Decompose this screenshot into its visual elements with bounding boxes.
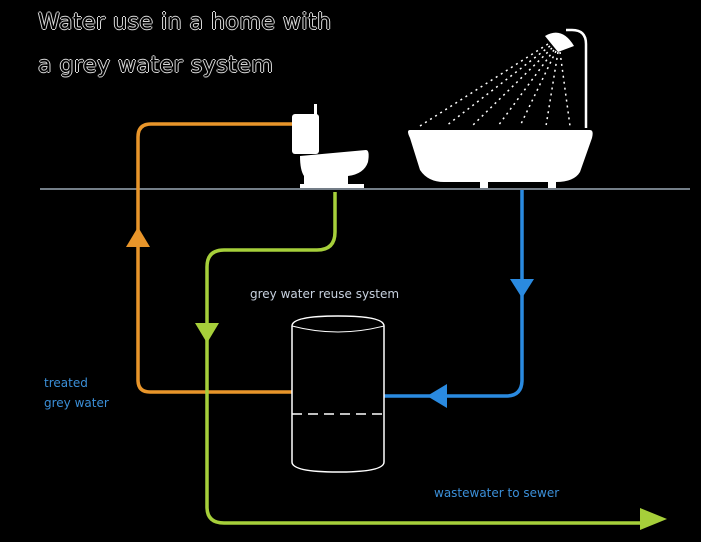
treated-label-line-1: treated [44, 376, 88, 390]
treated-flow-arrow [126, 227, 150, 247]
treated-grey-water-label: treated grey water [44, 373, 109, 413]
treated-label-line-2: grey water [44, 396, 109, 410]
sewer-flow-arrow [640, 508, 667, 530]
reuse-system-label: grey water reuse system [250, 287, 400, 301]
diagram-title-line-1: Water use in a home with [38, 10, 332, 35]
grey-water-pipe [205, 192, 650, 525]
treated-water-pipe [136, 122, 300, 394]
shower-head-icon [419, 28, 588, 128]
bathtub-icon [408, 130, 593, 188]
wastewater-to-sewer-label: wastewater to sewer [434, 486, 560, 500]
grey-flow-arrow [195, 323, 219, 343]
shower-water-pipe [384, 190, 524, 398]
tank-inlet-arrow [427, 384, 447, 408]
shower-flow-arrow [510, 279, 534, 298]
toilet-icon [292, 104, 369, 188]
storage-tank-icon [291, 315, 385, 473]
diagram-title-line-2: a grey water system [38, 53, 274, 78]
